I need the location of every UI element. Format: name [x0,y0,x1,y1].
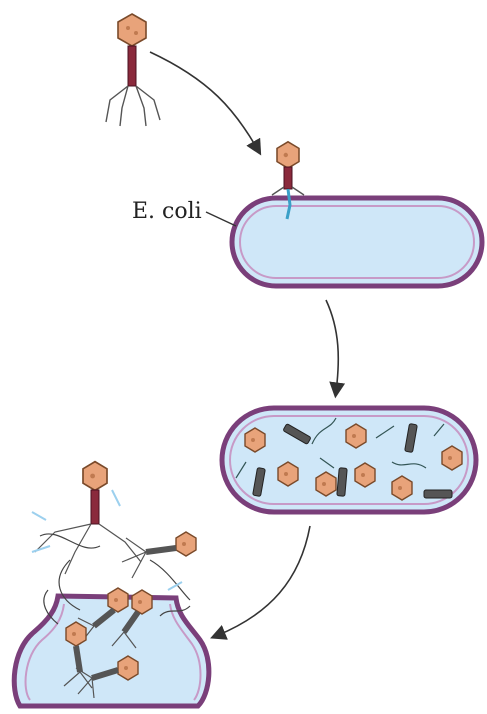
e-coli-cell [232,198,482,286]
e-coli-label: E. coli [132,199,202,224]
arrow-replicate [326,300,338,392]
arrow-lyse [216,526,310,636]
infected-cell [222,408,476,512]
free-phage [106,14,160,126]
arrow-attach [150,52,258,150]
e-coli-pointer [206,212,236,226]
